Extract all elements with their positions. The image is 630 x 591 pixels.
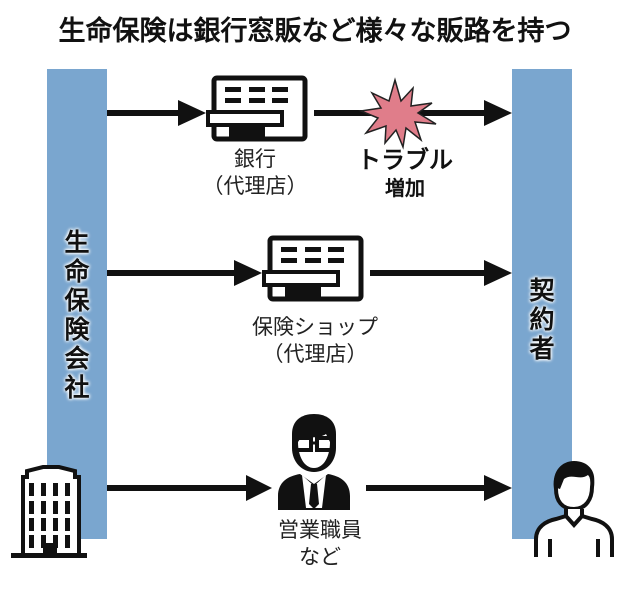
sales-staff-label-line1: 営業職員 xyxy=(278,518,362,542)
trouble-line1: トラブル xyxy=(357,146,453,174)
vertical-label-char: 険 xyxy=(64,315,90,344)
policyholder-label: 契約者 xyxy=(527,276,557,363)
arrow-staff-to-policyholder xyxy=(366,475,512,501)
bank-counter-icon xyxy=(206,75,308,142)
insurance-shop-counter-icon xyxy=(262,235,364,302)
office-building-icon xyxy=(11,465,87,558)
insurance-shop-label-line1: 保険ショップ xyxy=(252,315,378,339)
diagram-title: 生命保険は銀行窓販など様々な販路を持つ xyxy=(58,16,572,47)
explosion-burst-icon xyxy=(358,77,437,150)
vertical-label-char: 者 xyxy=(529,334,555,363)
vertical-label-char: 社 xyxy=(64,373,90,402)
vertical-label-char: 契 xyxy=(529,276,555,305)
insurance-shop-label-line2: （代理店） xyxy=(262,342,368,366)
trouble-annotation: トラブル 増加 xyxy=(335,145,475,201)
arrow-insurer-to-staff xyxy=(107,475,272,501)
vertical-label-char: 命 xyxy=(64,257,90,286)
vertical-label-char: 会 xyxy=(64,344,90,373)
businessman-icon xyxy=(278,414,350,510)
bank-label-line2: （代理店） xyxy=(202,174,308,198)
vertical-label-char: 生 xyxy=(64,228,90,257)
arrow-insurer-to-bank xyxy=(107,100,206,126)
life-insurer-label: 生命保険会社 xyxy=(62,228,92,402)
life-insurer-bar xyxy=(47,69,107,539)
person-icon xyxy=(534,461,614,557)
sales-staff-label-line2: など xyxy=(299,545,341,569)
arrow-insurer-to-shop xyxy=(107,260,262,286)
policyholder-bar xyxy=(512,69,572,539)
vertical-label-char: 保 xyxy=(64,286,90,315)
insurance-shop-label: 保険ショップ （代理店） xyxy=(215,314,415,368)
trouble-line2: 増加 xyxy=(385,176,425,200)
vertical-label-char: 約 xyxy=(529,305,555,334)
bank-label-line1: 銀行 xyxy=(234,147,276,171)
sales-staff-label: 営業職員 など xyxy=(240,517,400,571)
arrow-shop-to-policyholder xyxy=(370,260,512,286)
bank-label: 銀行 （代理店） xyxy=(180,146,330,200)
